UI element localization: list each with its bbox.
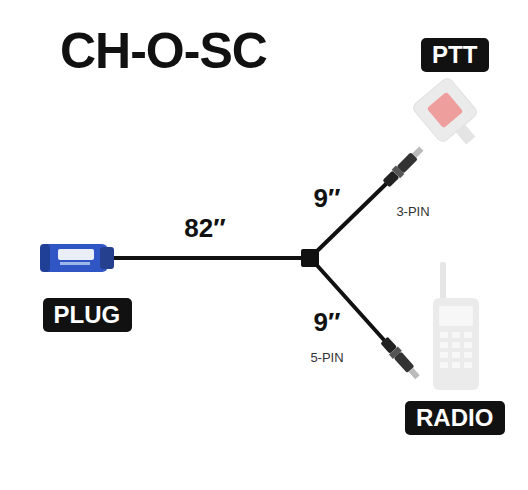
five-pin-connector xyxy=(380,336,422,381)
diagram-title: CH-O-SC xyxy=(60,22,267,80)
pin-count: 5-PIN xyxy=(310,350,343,365)
length-dimension: 9″ xyxy=(314,307,341,338)
ptt-label-box: PTT xyxy=(421,38,489,72)
plug-label-box: PLUG xyxy=(43,298,132,332)
radio-cable xyxy=(314,262,384,340)
length-dimension: 9″ xyxy=(314,183,341,214)
ptt-switch xyxy=(411,76,489,156)
three-pin-connector xyxy=(382,144,426,188)
radio-icon xyxy=(433,262,479,390)
pin-count: 3-PIN xyxy=(396,204,429,219)
box-label: RADIO xyxy=(416,405,494,431)
box-label: PTT xyxy=(432,42,478,68)
main-cable xyxy=(110,256,305,260)
splitter-junction xyxy=(301,249,319,267)
length-dimension: 82″ xyxy=(184,213,225,244)
radio-label-box: RADIO xyxy=(405,401,505,435)
plug-connector xyxy=(40,244,114,272)
box-label: PLUG xyxy=(54,302,121,328)
